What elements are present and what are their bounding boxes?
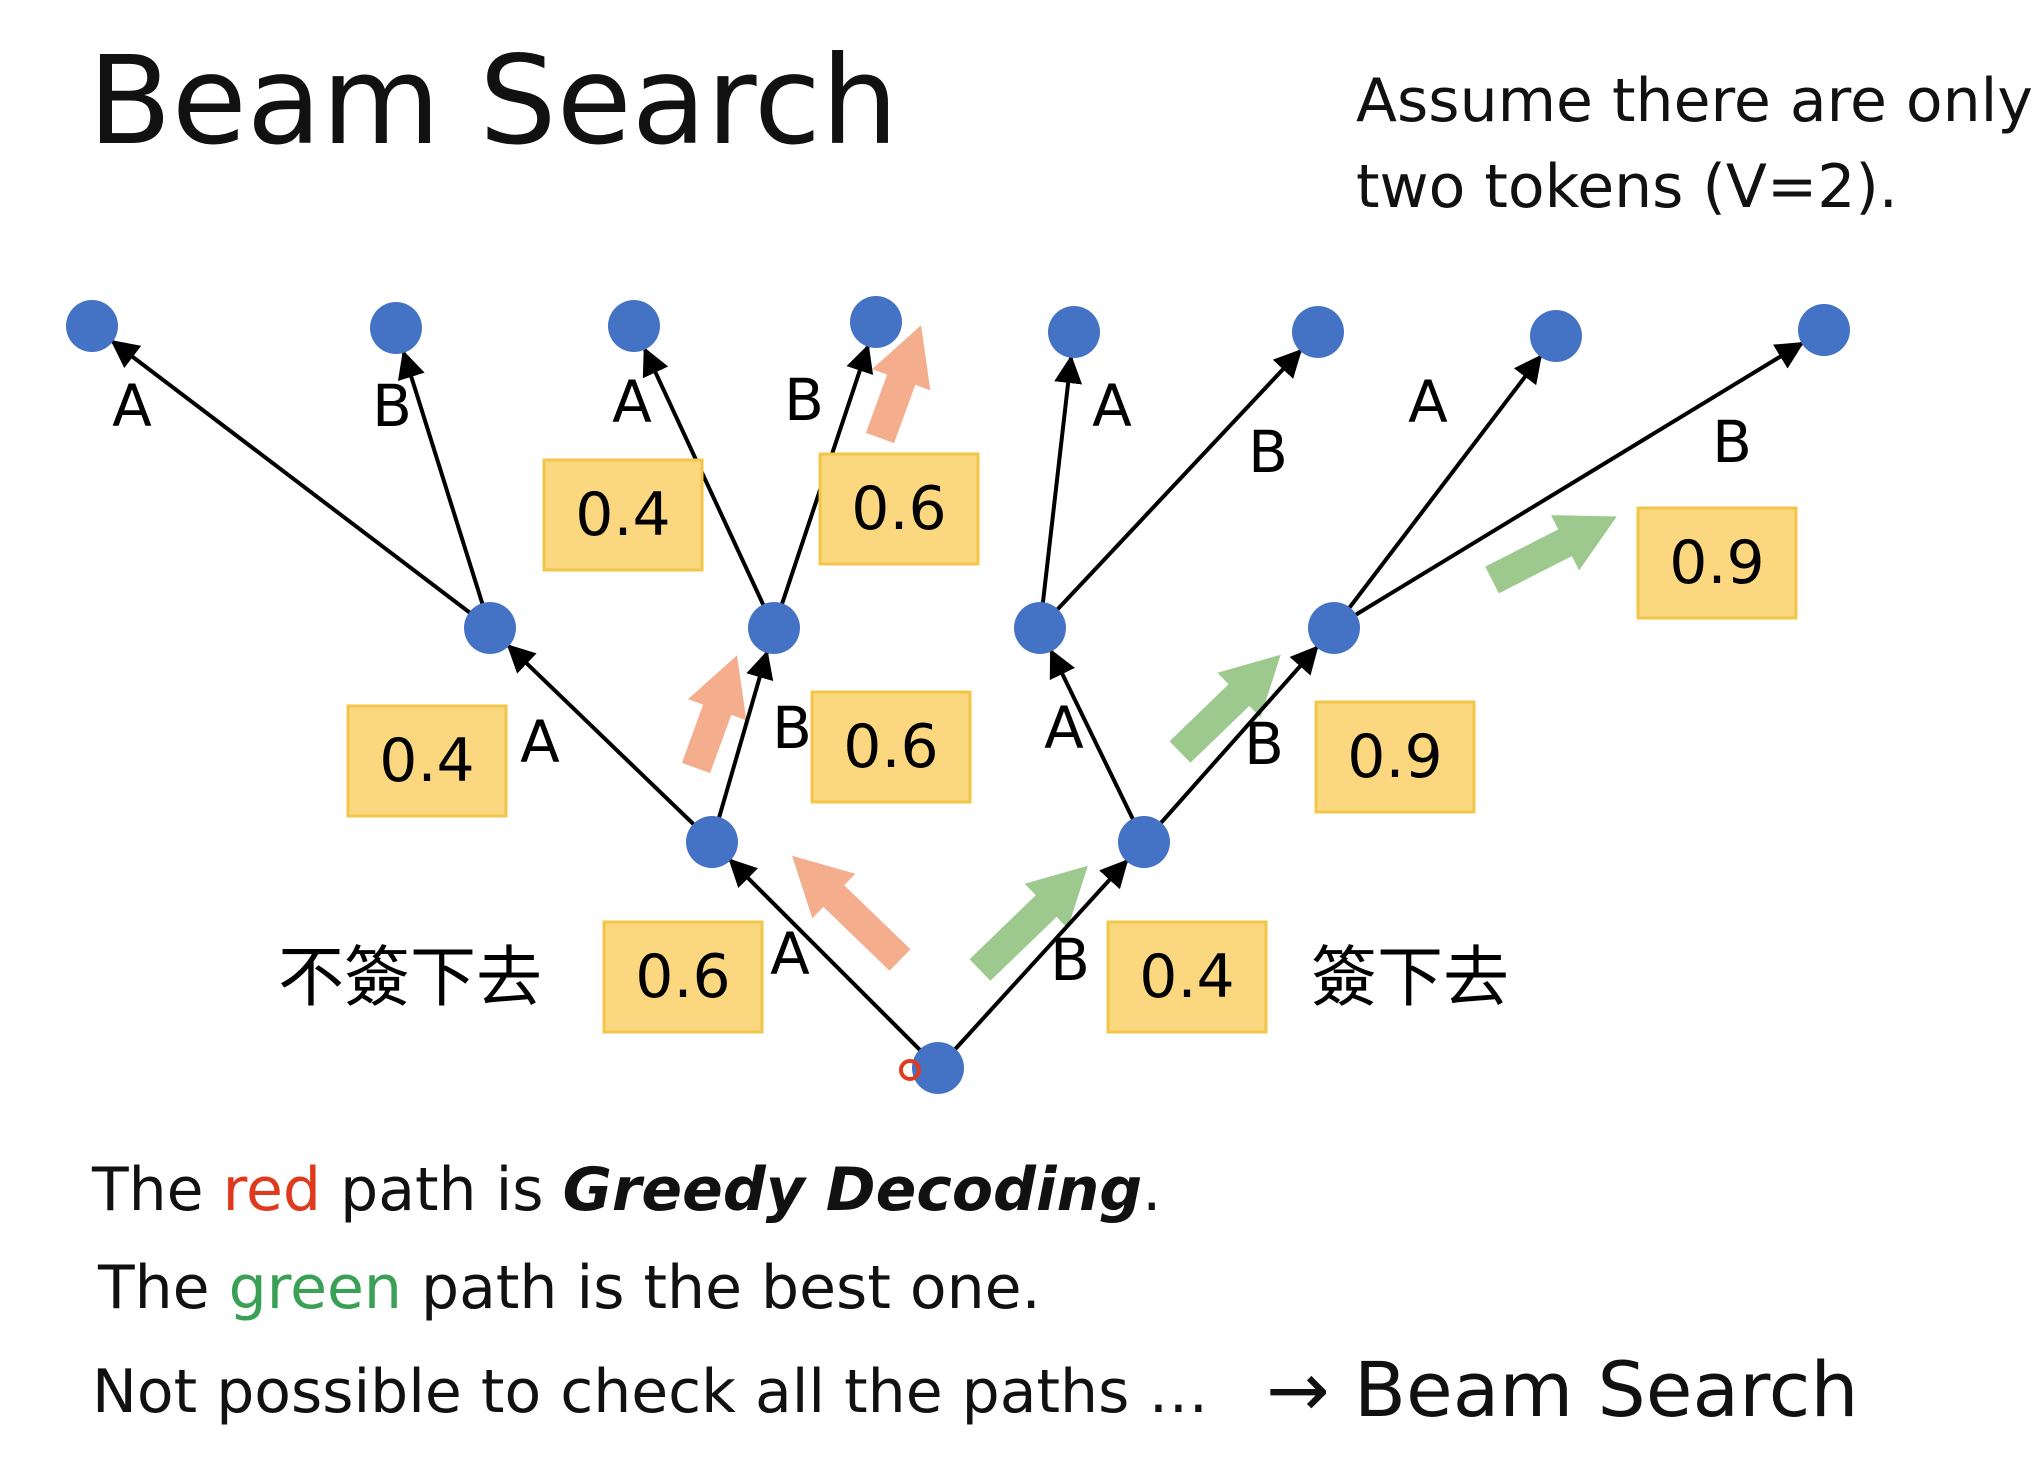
edge-token-label: B <box>372 372 412 440</box>
greedy-path-arrow <box>865 325 931 444</box>
tree-node <box>1014 602 1066 654</box>
line1-post: . <box>1142 1155 1162 1225</box>
tree-edge <box>710 650 774 843</box>
best-path-arrow <box>1169 654 1281 763</box>
line1-pre: The <box>92 1155 223 1225</box>
probability-value: 0.4 <box>575 480 670 550</box>
probability-box <box>542 458 704 572</box>
tree-node <box>850 296 902 348</box>
tree-node <box>1118 816 1170 868</box>
tree-node <box>912 1042 964 1094</box>
probability-value: 0.9 <box>1347 722 1442 792</box>
tree-edge <box>1332 354 1542 630</box>
edge-token-label: A <box>1044 694 1084 762</box>
edge-token-label: B <box>784 366 824 434</box>
page-title: Beam Search <box>88 30 899 172</box>
probability-value: 0.6 <box>635 942 730 1012</box>
edge-token-label: B <box>1248 418 1288 486</box>
tree-node <box>686 816 738 868</box>
probability-box <box>346 704 508 818</box>
line2-pre: The <box>98 1253 229 1323</box>
best-path-arrow <box>969 865 1088 981</box>
best-path-arrow <box>1485 515 1617 594</box>
greedy-decoding-term: Greedy Decoding <box>562 1155 1143 1225</box>
caption-not-possible: Not possible to check all the paths … <box>92 1357 1209 1427</box>
tree-edge <box>1142 645 1319 844</box>
edge-token-label: A <box>612 368 652 436</box>
tree-node <box>608 300 660 352</box>
tree-edge <box>506 644 714 844</box>
probability-box <box>602 920 764 1034</box>
tree-edge <box>1038 355 1083 629</box>
probability-value: 0.6 <box>851 474 946 544</box>
edge-token-label: B <box>1050 926 1090 994</box>
edge-token-label: A <box>770 920 810 988</box>
tree-edge <box>728 858 940 1070</box>
edge-token-label: B <box>1712 408 1752 476</box>
probability-box <box>810 690 972 804</box>
tree-node <box>66 300 118 352</box>
cursor-marker-icon <box>899 1059 921 1081</box>
tree-node <box>370 302 422 354</box>
assumption-line-1: Assume there are only <box>1356 66 2033 136</box>
tree-node <box>464 602 516 654</box>
tree-node <box>1798 304 1850 356</box>
tree-edge <box>936 859 1129 1070</box>
probability-box <box>818 452 980 566</box>
caption-not-sign: 不簽下去 <box>278 939 542 1016</box>
greedy-path-arrow <box>792 855 911 971</box>
tree-node <box>1292 306 1344 358</box>
word-green: green <box>228 1253 402 1323</box>
tree-node <box>1308 602 1360 654</box>
tree-edge <box>642 347 776 629</box>
caption-sign: 簽下去 <box>1311 939 1509 1016</box>
probability-value: 0.9 <box>1669 528 1764 598</box>
probability-box <box>1636 506 1798 620</box>
tree-edge <box>397 350 492 629</box>
tree-edge <box>110 340 492 630</box>
edge-token-label: A <box>520 708 560 776</box>
tree-edge <box>1332 341 1805 630</box>
edge-token-label: B <box>772 694 812 762</box>
tree-edge <box>1038 348 1303 630</box>
tree-node <box>748 602 800 654</box>
edge-token-label: A <box>112 372 152 440</box>
caption-green-path: The green path is the best one. <box>98 1258 1041 1318</box>
assumption-line-2: two tokens (V=2). <box>1356 152 1898 222</box>
line1-mid: path is <box>321 1155 563 1225</box>
greedy-path-arrow <box>681 655 747 774</box>
probability-value: 0.4 <box>1139 942 1234 1012</box>
tree-edge <box>1049 648 1146 843</box>
tree-node <box>1530 310 1582 362</box>
probability-value: 0.6 <box>843 712 938 782</box>
assumption-note: Assume there are only two tokens (V=2). <box>1356 58 2033 230</box>
edge-token-label: B <box>1244 710 1284 778</box>
probability-value: 0.4 <box>379 726 474 796</box>
edge-token-label: A <box>1408 368 1448 436</box>
beam-search-conclusion: → Beam Search <box>1266 1345 1859 1434</box>
probability-box <box>1106 920 1268 1034</box>
tree-node <box>1048 306 1100 358</box>
caption-red-path: The red path is Greedy Decoding. <box>92 1160 1161 1220</box>
edge-token-label: A <box>1092 372 1132 440</box>
word-red: red <box>222 1155 322 1225</box>
line2-post: path is the best one. <box>401 1253 1041 1323</box>
probability-box <box>1314 700 1476 814</box>
